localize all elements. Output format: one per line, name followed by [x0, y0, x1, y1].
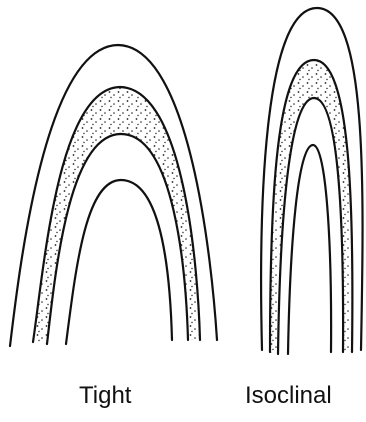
- isoclinal-fold-label: Isoclinal: [245, 384, 332, 408]
- tight-fold: [10, 45, 217, 346]
- tight-fold-inner-line: [66, 180, 172, 344]
- isoclinal-fold-inner-line: [288, 145, 331, 354]
- tight-fold-label: Tight: [79, 384, 131, 408]
- isoclinal-fold: [261, 8, 362, 354]
